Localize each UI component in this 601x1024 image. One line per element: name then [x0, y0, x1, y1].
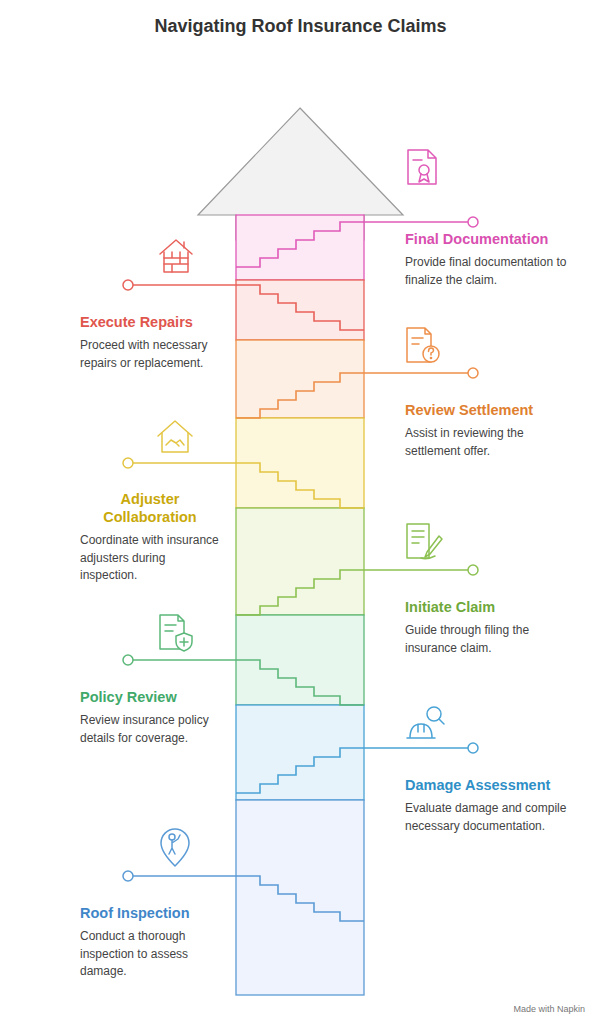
stairs — [236, 222, 364, 921]
step-description: Coordinate with insurance adjusters duri… — [80, 532, 220, 584]
step-node: Roof InspectionConduct a thorough inspec… — [80, 904, 220, 980]
step-heading: Review Settlement — [405, 401, 570, 419]
step-bands — [236, 215, 364, 995]
step-node: Initiate ClaimGuide through filing the i… — [405, 598, 570, 657]
step-node: Policy ReviewReview insurance policy det… — [80, 688, 220, 747]
step-heading: Execute Repairs — [80, 313, 220, 331]
step-icons — [158, 150, 444, 866]
step-description: Proceed with necessary repairs or replac… — [80, 337, 220, 372]
step-heading: Roof Inspection — [80, 904, 220, 922]
step-node: Damage AssessmentEvaluate damage and com… — [405, 776, 570, 835]
step-description: Assist in reviewing the settlement offer… — [405, 425, 570, 460]
step-description: Conduct a thorough inspection to assess … — [80, 928, 220, 980]
diagram-title: Navigating Roof Insurance Claims — [0, 16, 601, 37]
step-heading: Adjuster Collaboration — [80, 490, 220, 526]
step-node: Adjuster CollaborationCoordinate with in… — [80, 490, 220, 584]
step-heading: Damage Assessment — [405, 776, 570, 794]
step-description: Evaluate damage and compile necessary do… — [405, 800, 570, 835]
step-heading: Policy Review — [80, 688, 220, 706]
step-description: Provide final documentation to finalize … — [405, 254, 570, 289]
step-node: Final DocumentationProvide final documen… — [405, 230, 570, 289]
watermark: Made with Napkin — [513, 1004, 585, 1014]
step-heading: Initiate Claim — [405, 598, 570, 616]
step-node: Review SettlementAssist in reviewing the… — [405, 401, 570, 460]
step-node: Execute RepairsProceed with necessary re… — [80, 313, 220, 372]
step-heading: Final Documentation — [405, 230, 570, 248]
step-description: Review insurance policy details for cove… — [80, 712, 220, 747]
step-description: Guide through filing the insurance claim… — [405, 622, 570, 657]
